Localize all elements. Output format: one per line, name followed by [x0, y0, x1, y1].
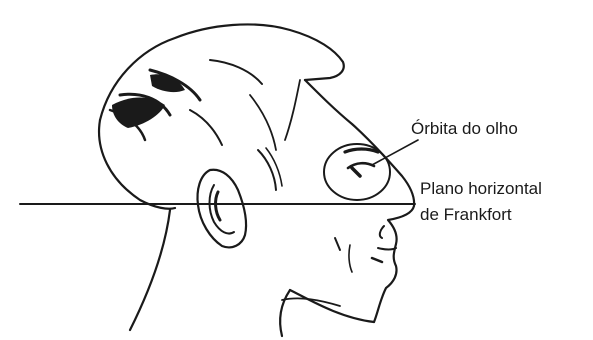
eyebrow	[345, 149, 378, 152]
chin-shade	[349, 245, 352, 272]
back-of-head	[99, 120, 175, 209]
ear-inner-shade	[216, 192, 220, 220]
plane-label-line2: de Frankfort	[420, 206, 512, 223]
plane-label-line1: Plano horizontal	[420, 180, 542, 197]
mouth	[378, 248, 396, 250]
hair-strand	[285, 80, 300, 140]
lip	[372, 258, 382, 262]
ear-inner	[210, 185, 235, 234]
hair-strand	[250, 95, 276, 150]
face-profile	[305, 80, 414, 322]
hair-strand	[210, 60, 262, 84]
nostril	[380, 226, 384, 238]
orbit-label: Órbita do olho	[411, 120, 518, 137]
hair-shading	[112, 98, 165, 129]
neck-back	[130, 210, 170, 330]
hair-strand	[190, 110, 222, 145]
collar-line	[282, 298, 340, 306]
neck-front	[280, 290, 290, 336]
jaw-line	[290, 290, 374, 322]
cheek-mark	[335, 238, 340, 250]
ear-outline	[198, 170, 247, 248]
temple-hair	[258, 150, 276, 190]
eye-pupil	[352, 168, 360, 176]
